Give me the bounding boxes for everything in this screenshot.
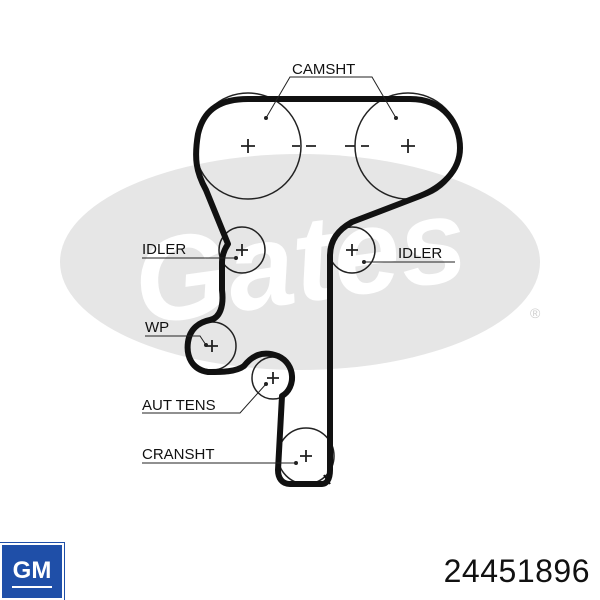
crankshaft-center	[300, 450, 312, 462]
watermark-registered-mark: ®	[530, 305, 541, 321]
label-crankshaft: CRANSHT	[142, 446, 215, 463]
pulley-centers	[206, 139, 415, 462]
timing-belt	[184, 96, 463, 487]
camshaft-leader-right	[330, 76, 397, 119]
idler-left-center	[236, 244, 248, 256]
gm-logo-text: GM	[12, 557, 52, 584]
camshaft-leader-left	[265, 76, 330, 119]
water-pump-center	[206, 340, 218, 352]
label-auto-tensioner: AUT TENS	[142, 397, 216, 414]
label-water-pump: WP	[145, 319, 169, 336]
gm-logo: GM	[0, 542, 65, 600]
camshaft-left-center	[241, 139, 255, 153]
gm-logo-underline	[12, 586, 52, 588]
water-pump-dot	[204, 343, 208, 347]
water-pump-leader	[145, 335, 207, 346]
leader-dots	[204, 116, 398, 465]
crankshaft-timing-mark	[323, 474, 331, 485]
auto-tensioner-leader	[142, 383, 267, 414]
idler-right-dot	[362, 260, 366, 264]
camshaft-left-dot	[264, 116, 268, 120]
idler-pulley-left	[218, 226, 266, 274]
auto-tensioner-center	[267, 372, 279, 384]
label-camshaft: CAMSHT	[292, 61, 355, 78]
crankshaft-dot	[294, 461, 298, 465]
idler-left-dot	[234, 256, 238, 260]
camshaft-right-center	[401, 139, 415, 153]
watermark-ellipse	[60, 154, 540, 370]
label-idler-right: IDLER	[398, 245, 442, 262]
part-number: 24451896	[443, 553, 590, 589]
leader-lines	[142, 76, 455, 464]
idler-right-center	[346, 244, 358, 256]
camshaft-right-dot	[394, 116, 398, 120]
gates-watermark: Gates ®	[60, 154, 541, 370]
auto-tensioner-dot	[264, 382, 268, 386]
label-idler-left: IDLER	[142, 241, 186, 258]
